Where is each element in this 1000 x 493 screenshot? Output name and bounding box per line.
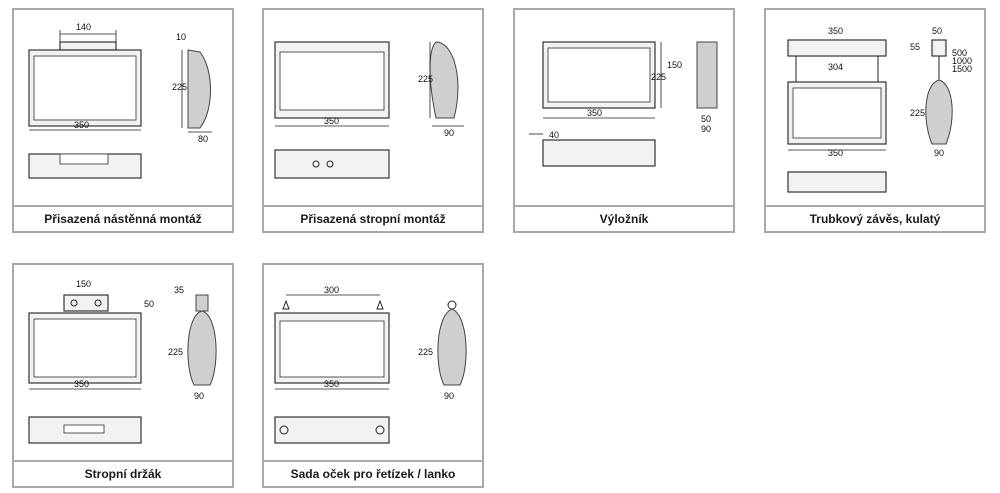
chain-eyelets-drawing: 300 350 225 90	[274, 285, 467, 444]
panel-caption: Přisazená nástěnná montáž	[14, 205, 232, 231]
panel-caption: Trubkový závěs, kulatý	[766, 205, 984, 231]
bottom-view	[274, 149, 390, 179]
panel-ceiling-mount: 350 225 90 Přisazená stropní montáž	[262, 8, 484, 233]
bottom-view	[274, 416, 390, 444]
dim-225-label: 225	[172, 82, 187, 92]
top-bracket	[59, 41, 117, 51]
dim-50-label: 50	[932, 26, 942, 36]
luminaire-diffuser	[33, 55, 137, 121]
panel-ceiling-bracket: 150 50 350 35 225 90 Stropní držák	[12, 263, 234, 488]
dim-140-label: 140	[76, 22, 91, 32]
dim-80-label: 80	[198, 134, 208, 144]
ceiling-mount-drawing: 350 225 90	[274, 41, 464, 179]
bracket	[63, 294, 109, 312]
side-bracket	[696, 41, 718, 109]
dim-length-1000-label: 1000	[952, 56, 972, 66]
side-profile	[437, 308, 467, 386]
dim-300-label: 300	[324, 285, 339, 295]
dim-225-label: 225	[910, 108, 925, 118]
dim-350-label: 350	[587, 108, 602, 118]
dim-55-label: 55	[910, 42, 920, 52]
dim-350-top-label: 350	[828, 26, 843, 36]
dim-90-label: 90	[444, 128, 454, 138]
ceiling-plate	[787, 39, 887, 57]
dim-90-label: 90	[934, 148, 944, 158]
dim-150-label: 150	[76, 279, 91, 289]
ceiling-bracket-drawing: 150 50 350 35 225 90	[28, 279, 217, 444]
dim-50-label: 50	[701, 114, 711, 124]
dim-225-label: 225	[651, 72, 666, 82]
dim-90-label: 90	[194, 391, 204, 401]
dim-length-1500-label: 1500	[952, 64, 972, 74]
dim-304-label: 304	[828, 62, 843, 72]
dim-350-label: 350	[324, 379, 339, 389]
bottom-view	[787, 171, 887, 193]
dim-350-label: 350	[74, 379, 89, 389]
side-profile	[187, 310, 217, 386]
dim-length-500-label: 500	[952, 48, 967, 58]
arm-drawing: 350 225 150 50 90 40	[529, 41, 718, 167]
dim-350-label: 350	[324, 116, 339, 126]
panel-caption: Přisazená stropní montáž	[264, 205, 482, 231]
bottom-view	[542, 139, 656, 167]
dim-350-label: 350	[828, 148, 843, 158]
panel-chain-eyelets: 300 350 225 90 Sada oček pro řetízek / l…	[262, 263, 484, 488]
dim-225-label: 225	[418, 347, 433, 357]
dim-40-label: 40	[549, 130, 559, 140]
dim-35-label: 35	[174, 285, 184, 295]
eyelet-right	[376, 299, 384, 310]
luminaire-diffuser	[279, 51, 385, 111]
dim-90-label: 90	[701, 124, 711, 134]
dim-150-label: 150	[667, 60, 682, 70]
dim-50-label: 50	[144, 299, 154, 309]
dim-90-label: 90	[444, 391, 454, 401]
eyelet-side	[447, 300, 457, 310]
panel-caption: Stropní držák	[14, 460, 232, 486]
panel-caption: Výložník	[515, 205, 733, 231]
panel-arm: 350 225 150 50 90 40 Výložník	[513, 8, 735, 233]
panel-wall-mount: 140 350 225 10 80 Přisazená nástěnná mon…	[12, 8, 234, 233]
tube-pendant-drawing: 350 304 350 50 55 500 1000 1500 225 90	[787, 26, 972, 193]
dim-225-label: 225	[168, 347, 183, 357]
side-profile	[925, 79, 953, 145]
panel-tube-pendant: 350 304 350 50 55 500 1000 1500 225 90 T…	[764, 8, 986, 233]
dim-10-label: 10	[176, 32, 186, 42]
side-profile	[429, 41, 459, 119]
wall-mount-drawing: 140 350 225 10 80	[28, 22, 212, 179]
panel-caption: Sada oček pro řetízek / lanko	[264, 460, 482, 486]
eyelet-left	[282, 299, 290, 310]
dim-225-label: 225	[418, 74, 433, 84]
dim-350-label: 350	[74, 120, 89, 130]
side-profile	[187, 49, 211, 129]
